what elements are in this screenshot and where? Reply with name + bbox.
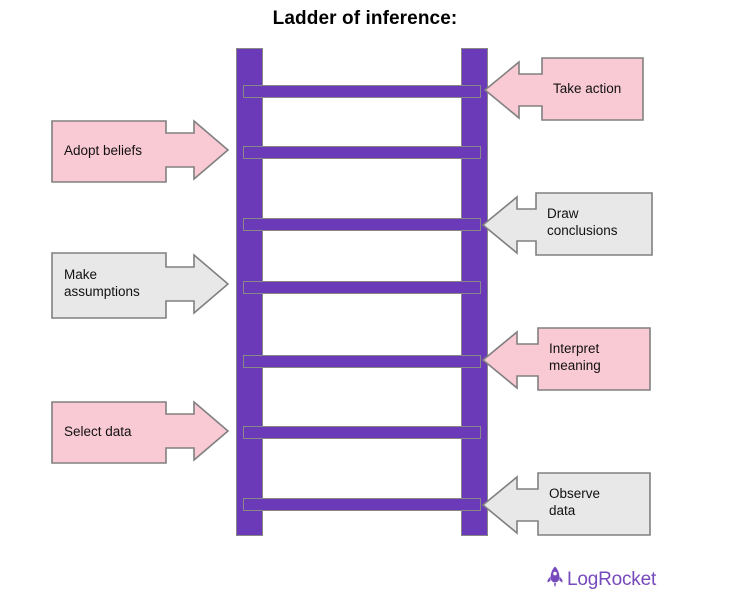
page-title: Ladder of inference: bbox=[272, 8, 458, 29]
ladder-rung-2 bbox=[243, 426, 481, 439]
callout-interpret-meaning[interactable]: Interpret meaning bbox=[481, 326, 652, 393]
callout-adopt-beliefs[interactable]: Adopt beliefs bbox=[50, 119, 232, 185]
ladder-rung-3 bbox=[243, 355, 481, 368]
ladder-rung-4 bbox=[243, 281, 481, 294]
callout-label: Interpret meaning bbox=[549, 341, 601, 373]
callout-observe-data[interactable]: Observe data bbox=[481, 471, 652, 538]
callout-select-data[interactable]: Select data bbox=[50, 400, 232, 466]
ladder-rung-7 bbox=[243, 85, 481, 98]
callout-label: Take action bbox=[553, 81, 622, 96]
callout-shape-gray bbox=[481, 192, 653, 256]
callout-shape-pink bbox=[51, 400, 230, 464]
ladder-rung-5 bbox=[243, 218, 481, 231]
callout-make-assumptions[interactable]: Make assumptions bbox=[50, 251, 232, 321]
callout-label: Observe data bbox=[549, 486, 601, 518]
callout-take-action[interactable]: Take action bbox=[483, 56, 645, 123]
callout-shape-pink bbox=[51, 119, 230, 183]
logrocket-wordmark: LogRocket bbox=[567, 568, 657, 590]
callout-label: Make assumptions bbox=[64, 267, 140, 299]
ladder-rung-6 bbox=[243, 146, 481, 159]
callout-shape-pink bbox=[481, 327, 651, 391]
callout-shape-gray bbox=[51, 252, 230, 319]
ladder-rung-1 bbox=[243, 498, 481, 511]
rocket-icon bbox=[545, 565, 565, 594]
callout-label: Select data bbox=[64, 424, 132, 439]
logrocket-logo: LogRocket bbox=[545, 565, 656, 594]
callout-shape-gray bbox=[481, 472, 651, 536]
callout-shape-pink bbox=[483, 57, 644, 121]
callout-draw-conclusions[interactable]: Draw conclusions bbox=[481, 191, 654, 258]
callout-label: Adopt beliefs bbox=[64, 143, 143, 158]
callout-label: Draw conclusions bbox=[547, 206, 618, 238]
